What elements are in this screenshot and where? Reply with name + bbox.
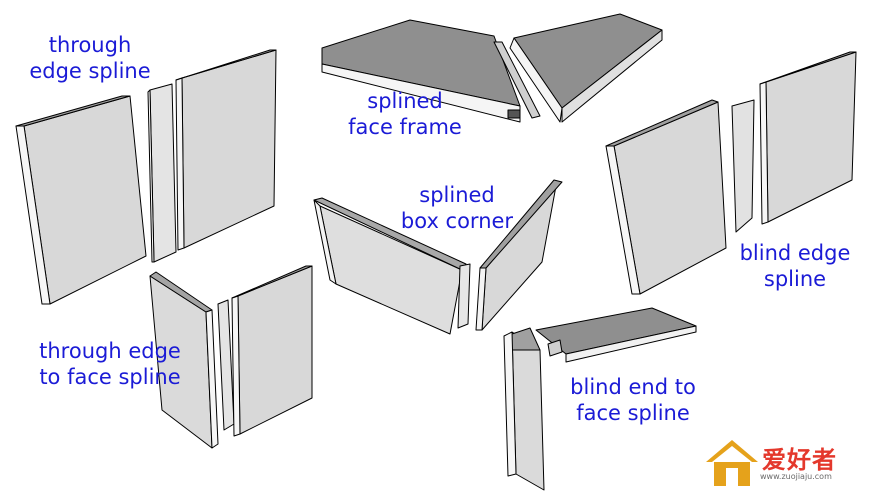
right-frame-edge: [509, 37, 563, 123]
label-splined-face-frame: splined face frame: [348, 89, 462, 139]
right-board-top: [175, 49, 277, 81]
spline-piece: [547, 339, 563, 357]
label-blind-end-to-face-spline: blind end to face spline: [570, 375, 696, 425]
right-board-face: [181, 49, 277, 249]
left-side-top: [313, 197, 467, 271]
blind-edge-spline-illustration: [605, 51, 857, 295]
spline-piece: [493, 41, 541, 119]
through-edge-to-face-spline-illustration: [149, 265, 313, 449]
right-side-end: [475, 267, 487, 331]
left-frame-edge: [321, 63, 521, 123]
left-board-top: [605, 99, 719, 147]
right-board-top: [759, 51, 857, 85]
right-frame-end: [561, 29, 663, 123]
watermark-text: 爱好者: [762, 446, 837, 474]
spline-strip: [149, 83, 177, 263]
spline-strip: [731, 99, 755, 233]
through-edge-spline-illustration: [15, 49, 277, 305]
right-board-edge: [759, 81, 769, 225]
spline-strip-edge: [147, 89, 155, 263]
upright-edge: [503, 331, 517, 477]
label-blind-edge-spline: blind edge spline: [739, 241, 851, 291]
right-board-edge: [175, 77, 185, 251]
label-through-edge-to-face-spline: through edge to face spline: [39, 339, 181, 389]
upright-face: [511, 331, 545, 491]
right-board-edge: [231, 295, 241, 437]
spline-piece: [457, 263, 471, 329]
right-board-top: [231, 265, 313, 299]
left-side-end: [313, 199, 337, 285]
blind-end-to-face-spline-illustration: [503, 307, 697, 491]
watermark-url: www.zuojiaju.com: [760, 472, 832, 481]
left-board-top: [15, 95, 131, 127]
spline-strip: [217, 299, 235, 431]
splined-box-corner-illustration: [313, 179, 563, 335]
watermark-logo: 爱好者 www.zuojiaju.com: [702, 436, 866, 490]
label-splined-box-corner: splined box corner: [400, 183, 514, 233]
groove-slot: [507, 109, 521, 119]
left-frame-top: [321, 19, 521, 107]
top-board-edge: [565, 325, 697, 363]
left-board-end: [205, 309, 219, 449]
splined-face-frame-illustration: [321, 13, 663, 123]
house-logo-icon: [706, 440, 758, 486]
label-through-edge-spline: through edge spline: [29, 33, 151, 83]
